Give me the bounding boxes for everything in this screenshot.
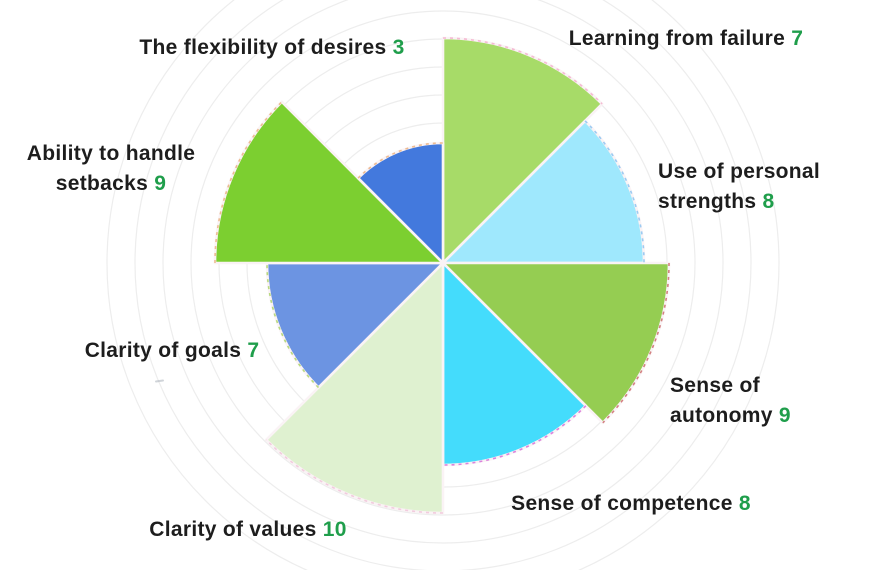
score-value: 10: [322, 518, 347, 541]
sector-edge-learning-from-failure: [442, 37, 603, 105]
label-text-line: Learning from failure 7: [568, 27, 804, 50]
label-text-line: Sense of: [670, 374, 760, 397]
score-value: 7: [247, 339, 260, 362]
label-text-line: Clarity of goals 7: [84, 339, 260, 362]
label-clarity-of-goals: Clarity of goals 7: [85, 336, 260, 366]
label-text-line: autonomy 9: [670, 404, 791, 427]
label-sense-of-autonomy: Sense of autonomy 9: [670, 371, 791, 431]
sector-edge-clarity-of-values: [265, 439, 444, 514]
score-value: 3: [392, 36, 405, 59]
sector-edge-dashes: [214, 37, 670, 514]
label-clarity-of-values: Clarity of values 10: [149, 515, 346, 545]
chart-sectors: [213, 36, 671, 515]
score-value: 7: [791, 27, 804, 50]
score-value: 8: [762, 190, 775, 213]
sector-edge-the-flexibility-of-desires: [357, 142, 444, 179]
grid-ring: [134, 0, 752, 570]
sector-edge-sense-of-autonomy: [602, 262, 670, 424]
sector-edge-sense-of-competence: [442, 405, 587, 466]
score-value: 9: [778, 404, 791, 427]
score-value: 9: [154, 172, 167, 195]
label-text-line: The flexibility of desires 3: [139, 36, 405, 59]
grid-ring: [106, 0, 780, 570]
sector-edge-use-of-personal-strengths: [584, 120, 645, 264]
sector-edge-ability-to-handle-setbacks: [214, 101, 283, 264]
sector-ability-to-handle-setbacks: [213, 100, 445, 265]
sector-edge-clarity-of-goals: [266, 262, 320, 389]
sector-the-flexibility-of-desires: [356, 141, 445, 265]
label-text-line: strengths 8: [658, 190, 775, 213]
label-ability-to-handle-setbacks: Ability to handle setbacks 9: [27, 139, 195, 199]
grid-ring: [190, 10, 696, 516]
label-text-line: Clarity of values 10: [149, 518, 347, 541]
label-sense-of-competence: Sense of competence 8: [511, 489, 751, 519]
label-use-of-personal-strengths: Use of personal strengths 8: [658, 157, 820, 217]
label-text-line: Sense of competence 8: [511, 492, 751, 515]
grid-ring: [162, 0, 724, 544]
label-text-line: setbacks 9: [55, 172, 167, 195]
label-text-line: Ability to handle: [26, 142, 196, 165]
label-text-line: Use of personal: [658, 160, 821, 183]
score-value: 8: [738, 492, 751, 515]
label-the-flexibility-of-desires: The flexibility of desires 3: [139, 33, 404, 63]
label-learning-from-failure: Learning from failure 7: [569, 24, 803, 54]
